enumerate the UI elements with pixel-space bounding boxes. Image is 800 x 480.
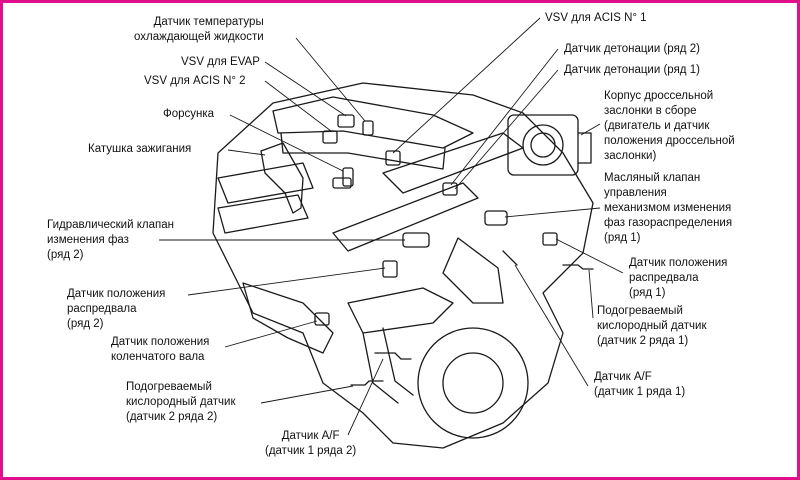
cam-sensor-bank1-body bbox=[542, 232, 558, 246]
ignition-coil bbox=[260, 142, 304, 214]
runner-tube bbox=[217, 162, 314, 204]
label-injector: Форсунка bbox=[163, 108, 215, 120]
vsv-evap-body bbox=[337, 114, 355, 128]
ocv-bank1-body bbox=[484, 210, 508, 226]
exhaust-pipe-bank1 bbox=[442, 237, 504, 304]
leader-ocv-b1 bbox=[504, 207, 601, 218]
label-ignition-coil: Катушка зажигания bbox=[88, 143, 192, 155]
leader-cam-b2 bbox=[187, 267, 386, 296]
vsv-acis-body bbox=[322, 130, 338, 144]
leader-coolant bbox=[295, 37, 366, 122]
leader-knock-b1 bbox=[454, 69, 559, 190]
knock-sensor-body bbox=[442, 182, 458, 196]
injector-body bbox=[332, 177, 352, 189]
label-af-sensor-b1r1: Датчик A/F (датчик 1 ряда 1) bbox=[594, 371, 686, 398]
label-throttle-body: Корпус дроссельной заслонки в сборе (дви… bbox=[604, 90, 735, 162]
label-cam-sensor-bank1: Датчик положения распредвала (ряд 1) bbox=[629, 257, 728, 299]
leader-vsv-acis1 bbox=[392, 17, 541, 154]
leader-vsv-evap bbox=[264, 61, 347, 117]
label-knock-sensor-bank2: Датчик детонации (ряд 2) bbox=[564, 43, 700, 55]
leader-o2-b2r1 bbox=[588, 269, 594, 319]
label-crank-sensor: Датчик положения коленчатого вала bbox=[111, 336, 210, 363]
label-af-sensor-b1r2: Датчик A/F (датчик 1 ряда 2) bbox=[265, 430, 357, 457]
throttle-body-housing bbox=[507, 114, 579, 176]
o2-sensor-bank1 bbox=[562, 264, 594, 270]
leader-injector bbox=[229, 114, 344, 172]
af-sensor-bank1 bbox=[502, 250, 518, 266]
cam-sensor-bank2-body bbox=[382, 260, 398, 278]
leader-cam-b1 bbox=[555, 238, 624, 274]
vvt-valve-bank2-body bbox=[402, 232, 430, 248]
intake-plenum bbox=[272, 96, 474, 149]
leader-ignition bbox=[227, 149, 266, 156]
label-o2-sensor-b2s2: Подогреваемый кислородный датчик (датчик… bbox=[126, 381, 236, 423]
label-vsv-acis-2: VSV для ACIS N° 2 bbox=[144, 75, 246, 87]
crank-sensor-body bbox=[314, 312, 330, 326]
o2-sensor-b2s1 bbox=[374, 352, 412, 360]
label-cam-sensor-bank2: Датчик положения распредвала (ряд 2) bbox=[67, 288, 166, 330]
coolant-sensor-body bbox=[362, 120, 374, 136]
engine-outline bbox=[212, 82, 594, 449]
leader-o2-b2s2 bbox=[260, 385, 354, 404]
label-ocv-bank1: Масляный клапан управления механизмом из… bbox=[604, 172, 733, 244]
label-o2-sensor-b2r1: Подогреваемый кислородный датчик (датчик… bbox=[597, 305, 707, 347]
leader-af-b1r2 bbox=[347, 358, 384, 436]
exhaust-manifold-bank2 bbox=[242, 282, 334, 354]
leader-throttle bbox=[580, 123, 601, 136]
engine-illustration bbox=[159, 17, 624, 449]
label-knock-sensor-bank1: Датчик детонации (ряд 1) bbox=[564, 64, 700, 76]
leader-crank bbox=[224, 320, 318, 348]
leader-knock-b2 bbox=[450, 48, 559, 186]
crank-pulley bbox=[417, 327, 529, 439]
leader-vsv-acis2 bbox=[264, 80, 332, 132]
vsv-acis1-body bbox=[385, 150, 401, 166]
label-vvt-valve-bank2: Гидравлический клапан изменения фаз (ряд… bbox=[47, 219, 174, 261]
label-coolant-temp-sensor: Датчик температуры охлаждающей жидкости bbox=[134, 16, 264, 43]
label-vsv-acis-1: VSV для ACIS N° 1 bbox=[545, 12, 647, 24]
label-vsv-evap: VSV для EVAP bbox=[181, 56, 260, 68]
leader-af-b1r1 bbox=[514, 264, 589, 387]
af-sensor-bank2 bbox=[350, 380, 384, 386]
